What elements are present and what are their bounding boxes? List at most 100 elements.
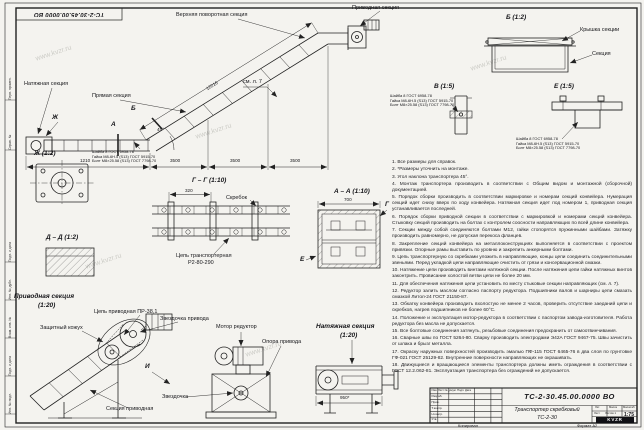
view-title-tension: Натяжная секция <box>316 323 375 330</box>
view-e <box>551 95 623 140</box>
dim-tension: 950* <box>340 395 350 400</box>
view-v <box>449 95 473 135</box>
view-title-b: Б (1:2) <box>506 14 527 21</box>
hardware-line: Шайба 8 ГОСТ 6958-78 <box>516 136 558 141</box>
view-title-e: Е (1:5) <box>554 83 574 90</box>
titleblock-grid <box>429 387 638 424</box>
titleblock-name-line1: Транспортер скребковый <box>514 407 580 413</box>
hardware-line: Гайка М8-6Н.5 (S13) ГОСТ 5915-70 <box>92 153 156 159</box>
view-zh <box>30 160 94 206</box>
company-logo: KVZR <box>596 417 634 423</box>
label-tension-section: Натяжная секция <box>24 81 69 87</box>
margin-label: Подп. и дата <box>8 242 12 262</box>
view-tension-section <box>315 340 399 414</box>
list-item: 13. Обкатку конвейера производить вхолос… <box>392 302 632 314</box>
titleblock-sheet-label: Лист <box>594 411 600 415</box>
list-item: 14. Положение и эксплуатация мотор-редук… <box>392 315 632 327</box>
label-support: Опора привода <box>262 339 302 345</box>
label-drive-section-top: Приводная секция <box>352 5 400 11</box>
corner-doc-number: ТС-2-30.45.00.0000 ВО <box>33 11 105 17</box>
view-title-v: В (1:5) <box>434 83 455 90</box>
list-item: Т.контр. <box>431 405 443 410</box>
marker-i: И <box>145 363 150 370</box>
hardware-line: Болт М8×25.58 (S13) ГОСТ 7798-70 <box>390 102 455 108</box>
label-motor: Мотор редуктор <box>216 324 257 330</box>
titleblock-doc-number: ТС-2-30.45.00.0000 ВО <box>524 392 615 401</box>
label-sprocket: Звездочка <box>162 394 189 400</box>
view-drive-section <box>29 313 179 419</box>
titleblock-name-line2: ТС-2-30 <box>537 414 557 421</box>
margin-label: Инв. № дубл. <box>8 279 12 300</box>
view-title-drive: Приводная секция <box>14 293 75 300</box>
label-drive-section: Секция приводная <box>106 406 154 412</box>
view-title-zh: Ж (1:2) <box>34 150 56 157</box>
marker-b: Б <box>131 105 136 112</box>
view-dd <box>45 247 95 277</box>
list-item: Разраб. <box>431 394 443 398</box>
label-drive-sprocket: Звездочка привода <box>160 316 209 322</box>
label-section: Секция <box>592 51 611 57</box>
label-chain-line2: Р2-80-290 <box>188 260 214 266</box>
label-scraper: Скребок <box>226 195 248 201</box>
label-guard: Защитный кожух <box>40 325 83 331</box>
footer-kopiroval: Копировал <box>458 423 479 428</box>
list-item: 17. Окраску наружных поверхностей произв… <box>392 349 632 361</box>
view-title-drive-scale: (1:20) <box>38 302 56 309</box>
hardware-line: Болт М8×25.58 (S13) ГОСТ 7798-70 <box>516 145 581 151</box>
margin-label: Взам. инв. № <box>8 316 12 338</box>
dim-gg: 320 <box>185 187 193 193</box>
list-item: 10. Натяжение цепи производить винтами н… <box>392 268 632 280</box>
margin-label: Перв. примен. <box>8 77 12 100</box>
view-title-tension-scale: (1:20) <box>340 332 358 339</box>
list-item: 16. Сварные швы по ГОСТ 5264-80. Сварку … <box>392 336 632 348</box>
margin-label: Справ. № <box>8 134 12 150</box>
titleblock-scale-value: 1:75 <box>623 411 634 418</box>
dim-aa: 700 <box>344 197 352 202</box>
dim-run-2: 3500 <box>170 158 181 163</box>
label-chain-line1: Цепь транспортерная <box>176 253 232 259</box>
dim-run-1: 1210 <box>80 158 91 163</box>
hardware-line: Болт М8×25.58 (S13) ГОСТ 7798-70 <box>92 158 157 164</box>
titleblock-roles: Разраб.Пров.Т.контр.Н.контр.Утв. <box>432 394 476 423</box>
hardware-callout-3: Шайба 8 ГОСТ 6958-78 Гайка М8-6Н.5 (S13)… <box>516 136 581 151</box>
marker-a: А <box>111 121 116 128</box>
list-item: Утв. <box>431 417 438 422</box>
margin-label: Инв. № подл. <box>8 392 12 414</box>
list-item: 11. Для обеспечения натяжения цепи устан… <box>392 281 620 287</box>
hardware-callout-2: Шайба 8 ГОСТ 6958-78 Гайка М8-6Н.5 (S13)… <box>390 93 455 108</box>
titleblock-mass-label: Масса <box>609 406 617 409</box>
hardware-callout-1: Шайба 8 ГОСТ 6958-78 Гайка М8-6Н.5 (S13)… <box>92 149 157 164</box>
hardware-line: Гайка М8-6Н.5 (S13) ГОСТ 5915-70 <box>390 97 454 103</box>
technical-notes: 1. Все размеры для справок.2. *Размеры у… <box>392 160 632 377</box>
marker-e: Е <box>300 256 305 263</box>
view-main <box>25 10 381 170</box>
titleblock-header-row: Изм. Лист № докум. Подп. Дата <box>431 388 471 392</box>
marker-zh: Ж <box>52 114 59 121</box>
label-drive-chain: Цепь приводная ПР-38,1 <box>94 309 158 315</box>
hardware-line: Шайба 8 ГОСТ 6958-78 <box>390 93 432 98</box>
dim-angle: 45° <box>157 127 164 132</box>
margin-label: Подп. и дата <box>8 356 12 376</box>
list-item: Пров. <box>431 399 440 404</box>
list-item: 3. Угол наклона транспортера 45°. <box>392 174 469 180</box>
list-item: 2. *Размеры уточнить на монтаже. <box>392 167 469 173</box>
hardware-line: Шайба 8 ГОСТ 6958-78 <box>92 149 134 154</box>
label-cover: Крышка секции <box>580 27 620 33</box>
view-title-dd: Д – Д (1:2) <box>46 234 79 241</box>
list-item: 12. Редуктор залить маслом согласно пасп… <box>392 289 632 300</box>
list-item: 6. Порядок сборки приводной секции в соо… <box>392 214 632 226</box>
label-upper-turn-section: Верхняя поворотная секция <box>176 12 248 18</box>
list-item: 5. Порядок сборки производить в соответс… <box>392 195 632 213</box>
list-item: 18. Движущиеся и вращающиеся элементы тр… <box>392 363 632 375</box>
list-item: 15. Все болтовые соединения затянуть, ре… <box>392 329 617 335</box>
list-item: 4. Монтаж транспортера производить в соо… <box>392 182 632 194</box>
view-aa <box>305 201 388 269</box>
view-title-aa: А – А (1:10) <box>334 188 370 195</box>
hardware-line: Гайка М8-6Н.5 (S13) ГОСТ 5915-70 <box>516 140 580 146</box>
list-item: 9. Цепь транспортерную со скребками улож… <box>392 254 632 266</box>
dim-run-3: 3500 <box>230 158 241 163</box>
sheet-frame <box>4 2 642 428</box>
titleblock-scale-label: Масштаб <box>623 406 635 409</box>
